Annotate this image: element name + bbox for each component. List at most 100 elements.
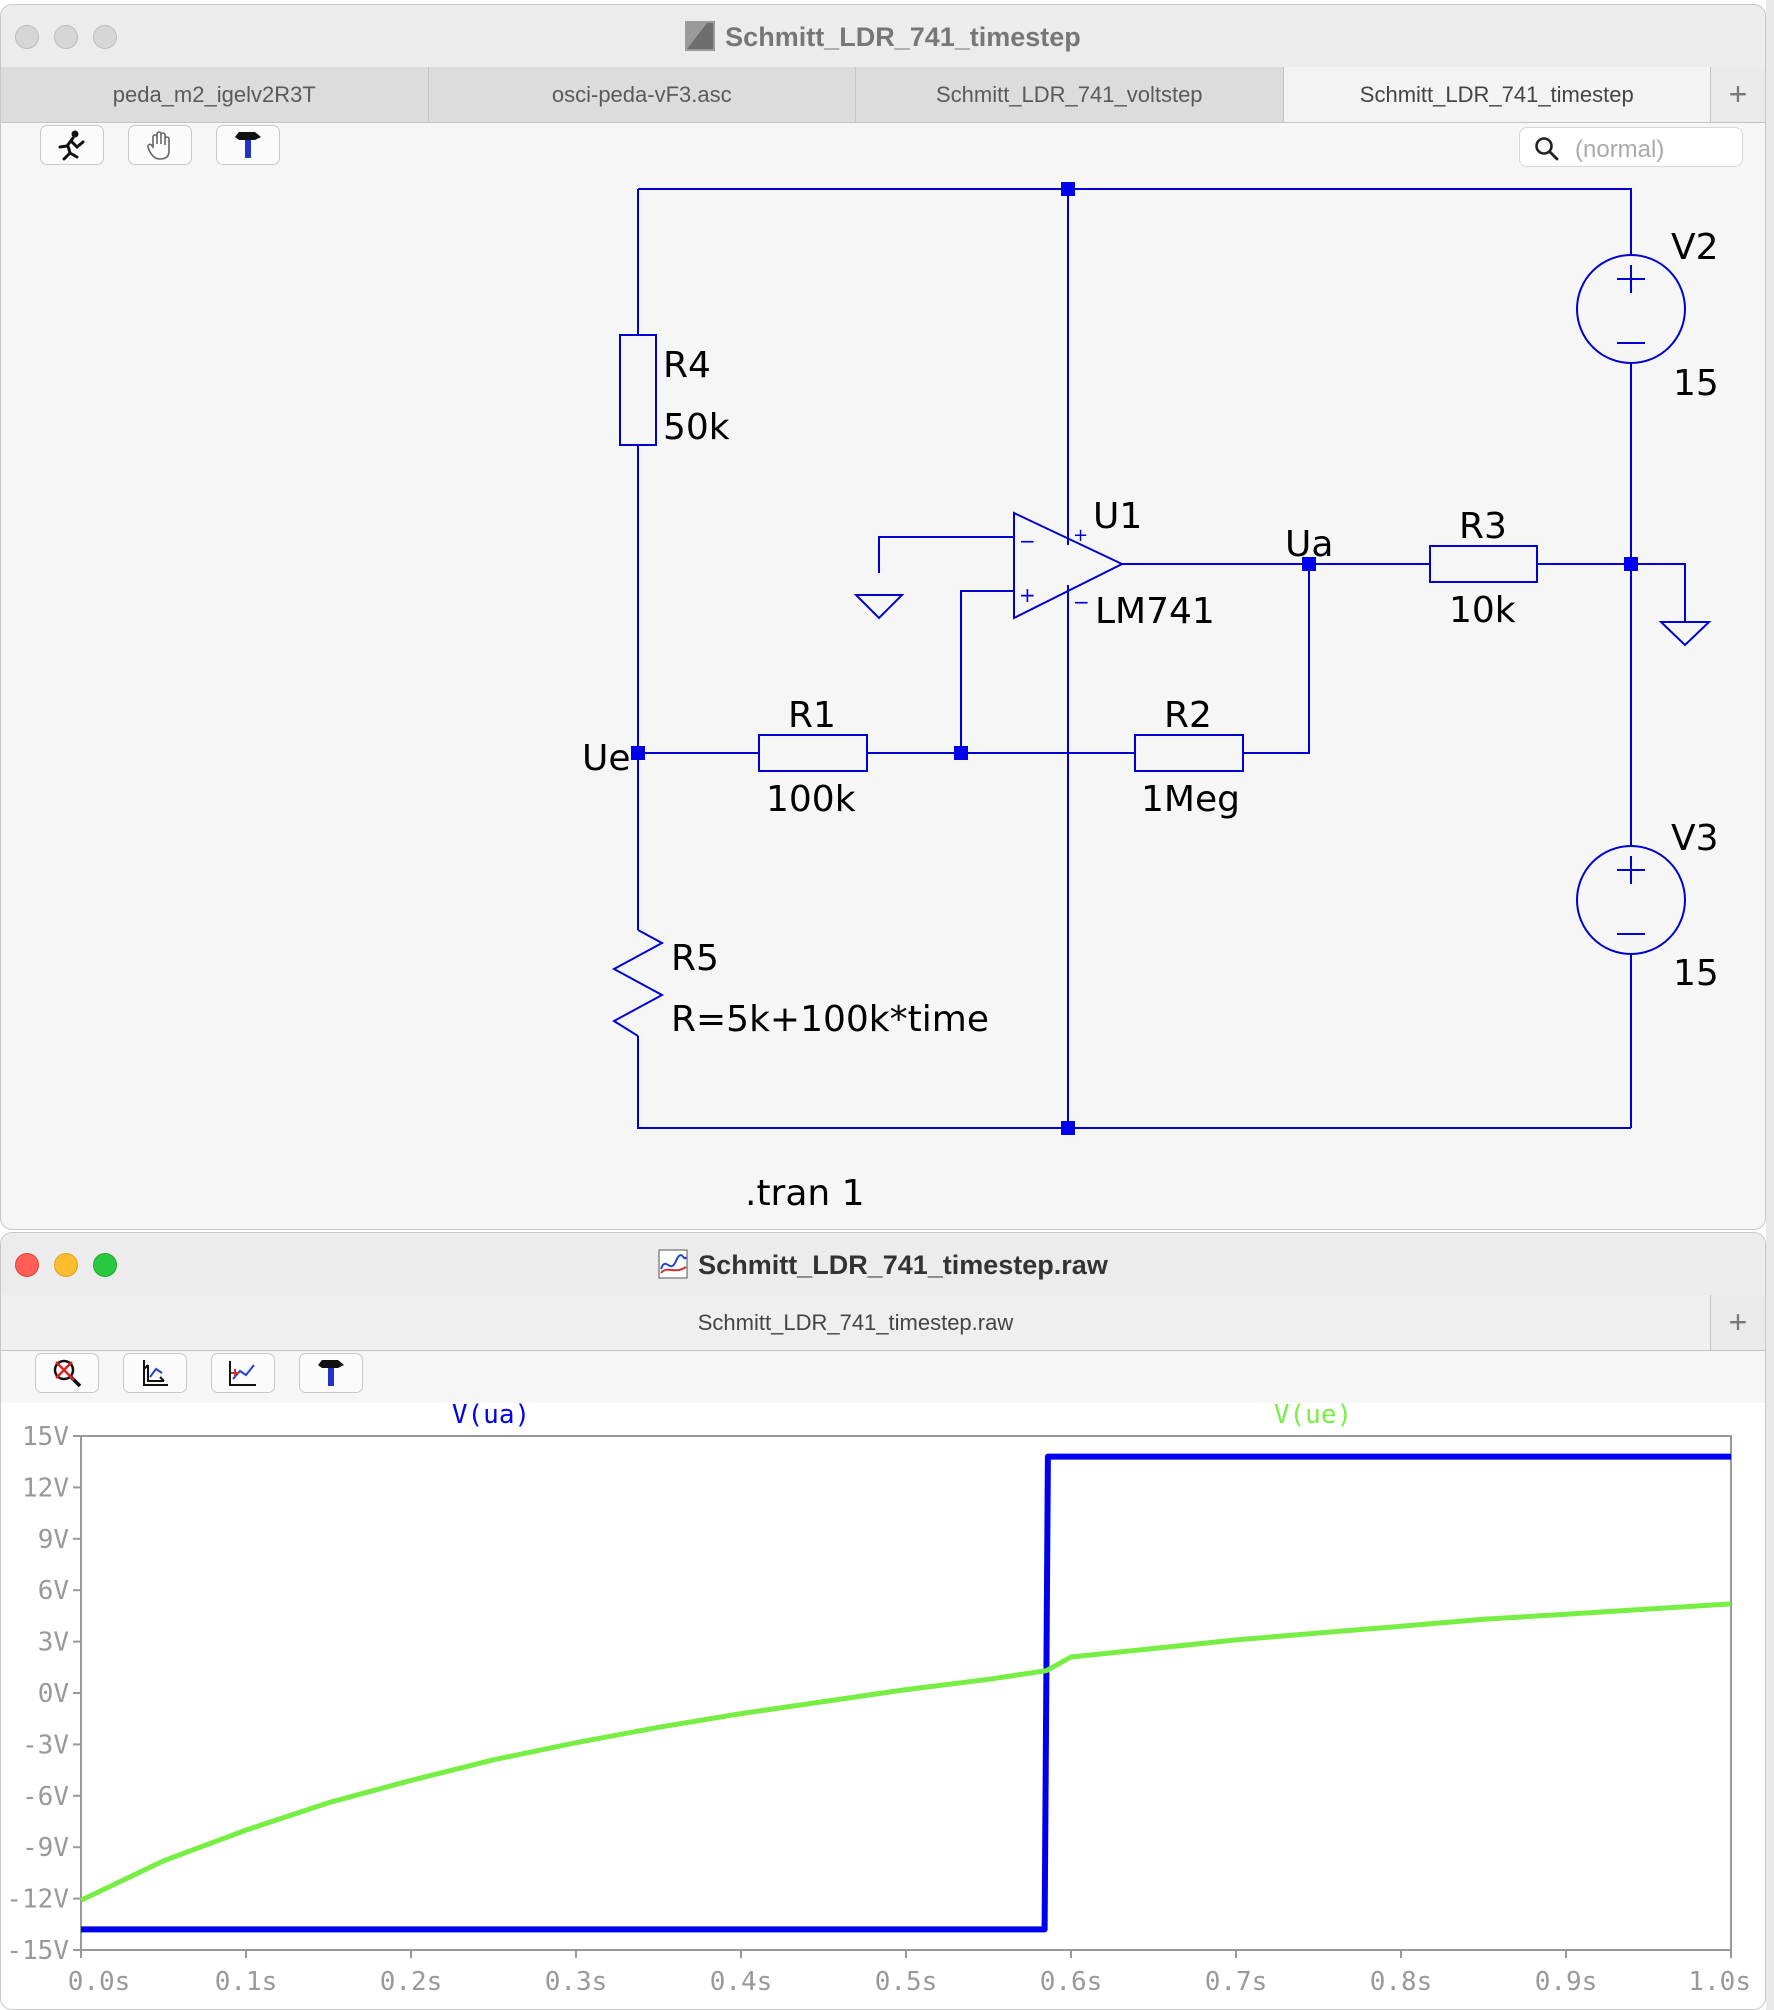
svg-text:−: − bbox=[1073, 590, 1090, 614]
add-trace-icon bbox=[229, 1361, 256, 1386]
legend-label[interactable]: V(ue) bbox=[1274, 1400, 1352, 1430]
tab-bar: peda_m2_igelv2R3T osci-peda-vF3.asc Schm… bbox=[1, 67, 1765, 123]
r4-value: 50k bbox=[663, 407, 730, 448]
y-axis: 15V 12V 9V 6V 3V 0V -3V -6V -9V -12V -15V bbox=[6, 1422, 81, 1966]
net-label-ue: Ue bbox=[582, 738, 631, 779]
tab-schmitt-timestep[interactable]: Schmitt_LDR_741_timestep bbox=[1283, 67, 1711, 122]
x-tick-label: 0.5s bbox=[875, 1967, 938, 1997]
v3-value: 15 bbox=[1673, 953, 1719, 994]
r2-resistor[interactable] bbox=[1134, 734, 1244, 772]
search-input[interactable]: (normal) bbox=[1519, 127, 1743, 167]
plot-background bbox=[1, 1403, 1765, 2009]
waveform-document-icon bbox=[658, 1249, 688, 1286]
background-window-edge bbox=[1766, 0, 1774, 2010]
y-tick-label: 3V bbox=[38, 1628, 69, 1658]
r4-resistor[interactable] bbox=[619, 334, 657, 446]
x-tick-label: 1.0s bbox=[1688, 1967, 1751, 1997]
waveform-window: Schmitt_LDR_741_timestep.raw Schmitt_LDR… bbox=[0, 1232, 1766, 2010]
zoom-button[interactable] bbox=[93, 25, 117, 49]
r1-value: 100k bbox=[766, 779, 856, 820]
svg-text:−: − bbox=[1019, 529, 1036, 553]
u1-name: U1 bbox=[1093, 496, 1142, 537]
x-tick-label: 0.1s bbox=[215, 1967, 278, 1997]
r3-resistor[interactable] bbox=[1429, 545, 1538, 583]
x-tick-label: 0.9s bbox=[1535, 1967, 1598, 1997]
voltage-source-v2[interactable] bbox=[1576, 254, 1686, 364]
y-tick-label: 9V bbox=[38, 1525, 69, 1555]
tab-bar: Schmitt_LDR_741_timestep.raw + bbox=[1, 1295, 1765, 1351]
x-tick-label: 0.6s bbox=[1040, 1967, 1103, 1997]
y-tick-label: -6V bbox=[22, 1782, 69, 1812]
zoom-button[interactable] bbox=[93, 1253, 117, 1277]
r1-name: R1 bbox=[788, 695, 836, 736]
run-icon bbox=[58, 130, 85, 161]
pan-button[interactable] bbox=[128, 125, 192, 165]
spice-directive[interactable]: .tran 1 bbox=[745, 1173, 865, 1214]
y-tick-label: -3V bbox=[22, 1730, 69, 1760]
window-title-text: Schmitt_LDR_741_timestep.raw bbox=[698, 1250, 1108, 1280]
plot-frame bbox=[80, 1435, 1732, 1951]
y-tick-label: -15V bbox=[6, 1936, 69, 1966]
net-label-ua: Ua bbox=[1285, 524, 1333, 565]
schematic-canvas[interactable]: R4 50k R5 R=5k+100k*time R1 100k R2 1Meg… bbox=[1, 5, 1766, 1230]
window-controls bbox=[15, 1253, 117, 1277]
trace-vua[interactable] bbox=[81, 1453, 1731, 1933]
trace-vue[interactable] bbox=[79, 1601, 1732, 1903]
zoom-cancel-icon bbox=[53, 1359, 82, 1388]
svg-text:+: + bbox=[1019, 583, 1036, 607]
r1-resistor[interactable] bbox=[758, 734, 868, 772]
v2-value: 15 bbox=[1673, 363, 1719, 404]
r5-resistor[interactable] bbox=[611, 929, 665, 1037]
opamp-u1[interactable]: − + + − bbox=[1013, 511, 1125, 626]
svg-text:+: + bbox=[1073, 525, 1088, 546]
tab-osci-peda[interactable]: osci-peda-vF3.asc bbox=[429, 67, 856, 122]
close-button[interactable] bbox=[15, 25, 39, 49]
run-button[interactable] bbox=[40, 125, 104, 165]
ground-symbol bbox=[1658, 621, 1712, 647]
x-tick-label: 0.3s bbox=[545, 1967, 608, 1997]
waveform-titlebar: Schmitt_LDR_741_timestep.raw bbox=[1, 1233, 1765, 1296]
r2-value: 1Meg bbox=[1141, 779, 1240, 820]
traces bbox=[79, 1453, 1732, 1933]
tab-schmitt-voltstep[interactable]: Schmitt_LDR_741_voltstep bbox=[856, 67, 1284, 122]
y-tick-label: -12V bbox=[6, 1885, 69, 1915]
x-tick-label: 0.8s bbox=[1370, 1967, 1433, 1997]
tab-raw-file[interactable]: Schmitt_LDR_741_timestep.raw bbox=[1, 1295, 1710, 1350]
settings-button[interactable] bbox=[299, 1353, 363, 1393]
voltage-source-v3[interactable] bbox=[1576, 845, 1686, 955]
x-tick-label: 0.7s bbox=[1205, 1967, 1268, 1997]
y-tick-label: 6V bbox=[38, 1576, 69, 1606]
add-trace-button[interactable] bbox=[211, 1353, 275, 1393]
pan-hand-icon bbox=[147, 131, 170, 160]
x-tick-label: 0.2s bbox=[380, 1967, 443, 1997]
search-placeholder: (normal) bbox=[1575, 136, 1665, 163]
new-tab-button[interactable]: + bbox=[1711, 67, 1765, 122]
x-tick-label: 0.0s bbox=[68, 1967, 131, 1997]
window-controls bbox=[15, 25, 117, 49]
autorange-button[interactable] bbox=[123, 1353, 187, 1393]
schematic-window: Schmitt_LDR_741_timestep peda_m2_igelv2R… bbox=[0, 4, 1766, 1230]
zoom-cancel-button[interactable] bbox=[35, 1353, 99, 1393]
minimize-button[interactable] bbox=[54, 25, 78, 49]
window-title: Schmitt_LDR_741_timestep.raw bbox=[1, 1249, 1765, 1286]
r3-value: 10k bbox=[1449, 590, 1516, 631]
y-tick-label: -9V bbox=[22, 1833, 69, 1863]
window-title-text: Schmitt_LDR_741_timestep bbox=[725, 22, 1081, 52]
autorange-icon bbox=[143, 1360, 168, 1386]
new-tab-button[interactable]: + bbox=[1710, 1295, 1765, 1350]
legend: V(ua) V(ue) bbox=[452, 1400, 1352, 1430]
tab-peda-m2[interactable]: peda_m2_igelv2R3T bbox=[1, 67, 429, 122]
settings-button[interactable] bbox=[216, 125, 280, 165]
ground-symbol bbox=[853, 594, 905, 620]
legend-label[interactable]: V(ua) bbox=[452, 1400, 530, 1430]
window-title: Schmitt_LDR_741_timestep bbox=[1, 21, 1765, 58]
r2-name: R2 bbox=[1164, 695, 1212, 736]
schematic-document-icon bbox=[685, 21, 716, 58]
waveform-plot[interactable]: 15V 12V 9V 6V 3V 0V -3V -6V -9V -12V -15V 0.0s 0.1s… bbox=[1, 1233, 1766, 2010]
junctions bbox=[631, 182, 1638, 1135]
minimize-button[interactable] bbox=[54, 1253, 78, 1277]
y-tick-label: 0V bbox=[38, 1679, 69, 1709]
y-tick-label: 15V bbox=[22, 1422, 69, 1452]
y-tick-label: 12V bbox=[22, 1473, 69, 1503]
close-button[interactable] bbox=[15, 1253, 39, 1277]
